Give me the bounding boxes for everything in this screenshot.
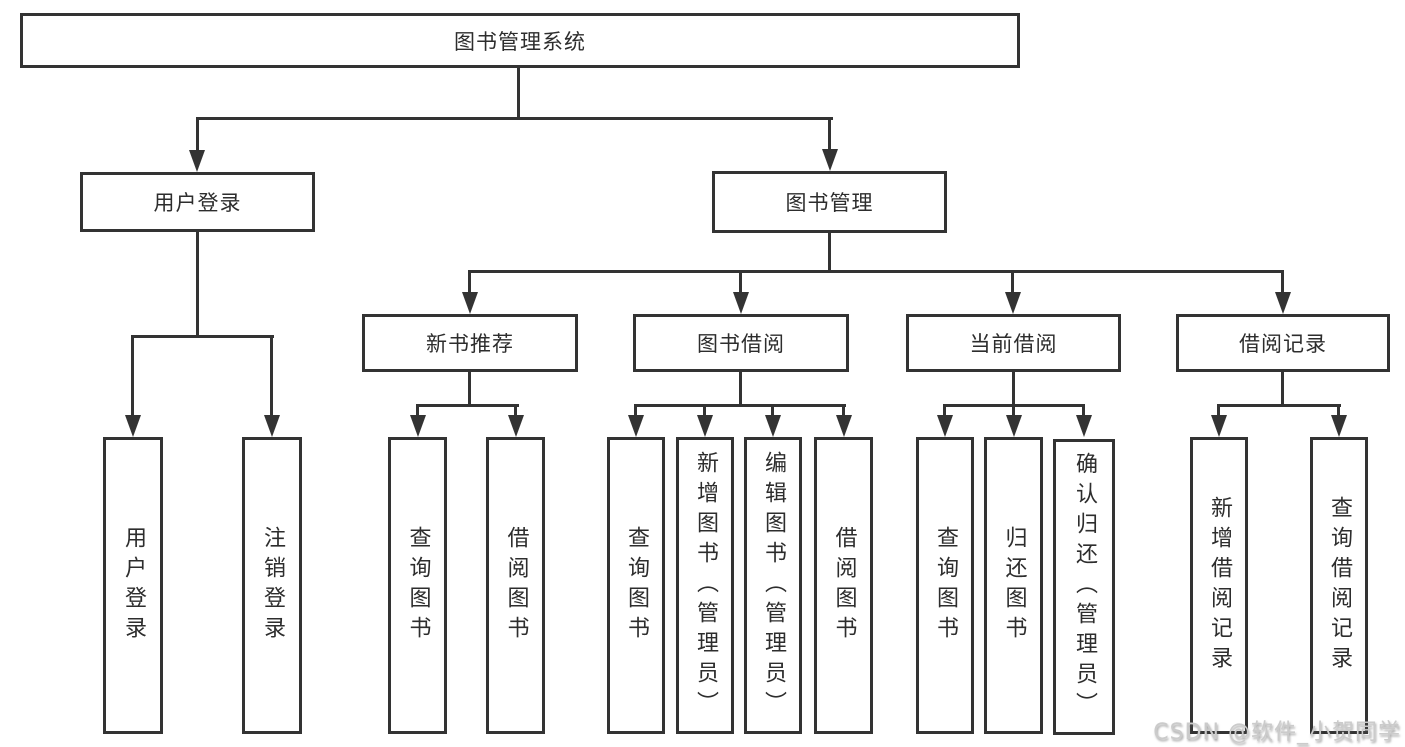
arrow-down-icon [1211,415,1227,437]
leaf-user-login: 用户登录 [103,437,163,734]
arrow-down-icon [264,415,280,437]
node-user-login-label: 用户登录 [153,191,242,215]
arrow-down-icon [1005,292,1021,314]
arrow-down-icon [697,415,713,437]
arrow-down-icon [628,415,644,437]
arrow-down-icon [1076,415,1092,437]
arrow-down-icon [733,292,749,314]
leaf-edit-books-admin: 编辑图书（管理员） [744,437,802,734]
connector-line [196,117,833,120]
node-new-book-recommend: 新书推荐 [362,314,578,372]
leaf-edit-books-admin-label: 编辑图书（管理员） [761,450,786,721]
leaf-query-books-borrowing-label: 查询图书 [624,525,649,646]
connector-line [842,404,845,417]
leaf-query-books-current-label: 查询图书 [933,525,958,646]
connector-line [828,231,831,273]
leaf-confirm-return-admin-label: 确认归还（管理员） [1072,452,1097,722]
arrow-down-icon [822,149,838,171]
leaf-return-books: 归还图书 [984,437,1043,734]
connector-line [1281,372,1284,407]
arrow-down-icon [410,415,426,437]
leaf-borrow-books-recommend: 借阅图书 [486,437,545,734]
leaf-add-books-admin-label: 新增图书（管理员） [693,450,718,721]
connector-line [1082,404,1085,417]
leaf-query-borrow-record-label: 查询借阅记录 [1327,495,1352,676]
connector-line [131,335,134,417]
node-borrowing-records: 借阅记录 [1176,314,1390,372]
leaf-query-books-recommend: 查询图书 [388,437,447,734]
node-root-label: 图书管理系统 [454,29,586,54]
leaf-add-borrow-record-label: 新增借阅记录 [1207,495,1232,676]
arrow-down-icon [462,292,478,314]
connector-line [634,404,846,407]
connector-line [943,404,946,417]
arrow-down-icon [508,415,524,437]
node-book-management: 图书管理 [712,171,947,233]
leaf-borrow-books-borrowing-label: 借阅图书 [831,525,857,646]
node-book-borrowing-label: 图书借阅 [697,332,785,356]
connector-line [1281,270,1284,294]
connector-line [196,232,199,338]
leaf-confirm-return-admin: 确认归还（管理员） [1053,439,1115,735]
leaf-add-borrow-record: 新增借阅记录 [1190,437,1248,734]
node-current-borrowing-label: 当前借阅 [969,332,1058,356]
leaf-query-borrow-record: 查询借阅记录 [1310,437,1368,734]
connector-line [270,335,273,417]
connector-line [1337,404,1340,417]
arrow-down-icon [765,415,781,437]
watermark: CSDN @软件_小贺同学 [1153,720,1401,745]
connector-line [416,404,419,417]
connector-line [1217,404,1220,417]
leaf-query-books-recommend-label: 查询图书 [405,525,431,646]
connector-line [703,404,706,417]
connector-line [468,372,471,407]
node-borrowing-records-label: 借阅记录 [1239,332,1327,356]
connector-line [771,404,774,417]
arrow-down-icon [1006,415,1022,437]
connector-line [468,270,471,294]
node-current-borrowing: 当前借阅 [906,314,1121,372]
leaf-logout-label: 注销登录 [260,525,285,646]
node-book-management-label: 图书管理 [785,191,874,215]
connector-line [634,404,637,417]
connector-line [1217,404,1341,407]
arrow-down-icon [836,415,852,437]
node-user-login: 用户登录 [80,172,315,232]
connector-line [514,404,517,417]
arrow-down-icon [189,150,205,172]
connector-line [196,117,199,152]
connector-line [739,270,742,294]
connector-line [132,335,274,338]
arrow-down-icon [1331,415,1347,437]
leaf-borrow-books-borrowing: 借阅图书 [814,437,873,734]
node-root: 图书管理系统 [20,13,1020,68]
leaf-return-books-label: 归还图书 [1001,525,1027,646]
connector-line [416,404,519,407]
leaf-add-books-admin: 新增图书（管理员） [676,437,734,734]
arrow-down-icon [1275,292,1291,314]
connector-line [1011,270,1014,294]
leaf-query-books-current: 查询图书 [916,437,974,734]
leaf-borrow-books-recommend-label: 借阅图书 [503,525,529,646]
connector-line [828,117,831,152]
leaf-logout: 注销登录 [242,437,302,734]
connector-line [1012,404,1015,417]
connector-line [517,68,520,120]
connector-line [468,270,1284,273]
arrow-down-icon [937,415,953,437]
leaf-query-books-borrowing: 查询图书 [607,437,665,734]
connector-line [1012,372,1015,407]
arrow-down-icon [125,415,141,437]
node-book-borrowing: 图书借阅 [633,314,849,372]
node-new-book-recommend-label: 新书推荐 [426,332,514,356]
connector-line [739,372,742,407]
leaf-user-login-label: 用户登录 [121,525,146,646]
